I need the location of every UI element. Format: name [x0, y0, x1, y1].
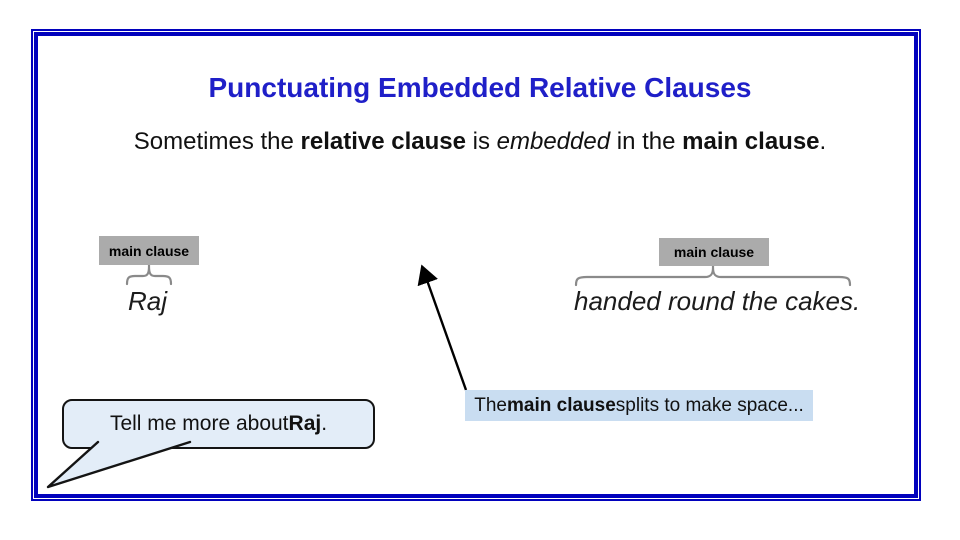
subtitle-text: Sometimes the [133, 128, 301, 155]
bubble-bold-raj: Raj [288, 412, 322, 435]
clause-text-right: handed round the cakes. [574, 286, 861, 316]
caption-bold-main-clause: main clause [507, 394, 616, 416]
caption-bar: The main clause splits to make space... [465, 390, 813, 421]
caption-text: The [474, 394, 507, 416]
subtitle-bold-relative-clause: relative clause [300, 128, 466, 155]
speech-bubble-tail-icon [46, 440, 192, 489]
subtitle-text: is [465, 128, 497, 155]
subtitle-bold-main-clause: main clause [682, 128, 820, 155]
main-clause-label-left: main clause [99, 236, 199, 265]
arrow-up-left-icon [417, 264, 468, 391]
subtitle-italic-embedded: embedded [496, 128, 611, 155]
overbrace-icon-right [574, 266, 852, 287]
slide-subtitle: Sometimes the relative clause is embedde… [0, 128, 960, 156]
clause-text-left: Raj [128, 286, 168, 316]
slide-title: Punctuating Embedded Relative Clauses [208, 72, 752, 103]
subtitle-text: in the [610, 128, 683, 155]
subtitle-text: . [819, 128, 827, 155]
bubble-text: Tell me more about [109, 412, 289, 435]
overbrace-icon-left [125, 265, 173, 286]
bubble-text: . [321, 412, 328, 435]
main-clause-label-right: main clause [659, 238, 769, 266]
speech-bubble: Tell me more about Raj. [62, 399, 375, 449]
caption-text: splits to make space... [615, 394, 804, 416]
